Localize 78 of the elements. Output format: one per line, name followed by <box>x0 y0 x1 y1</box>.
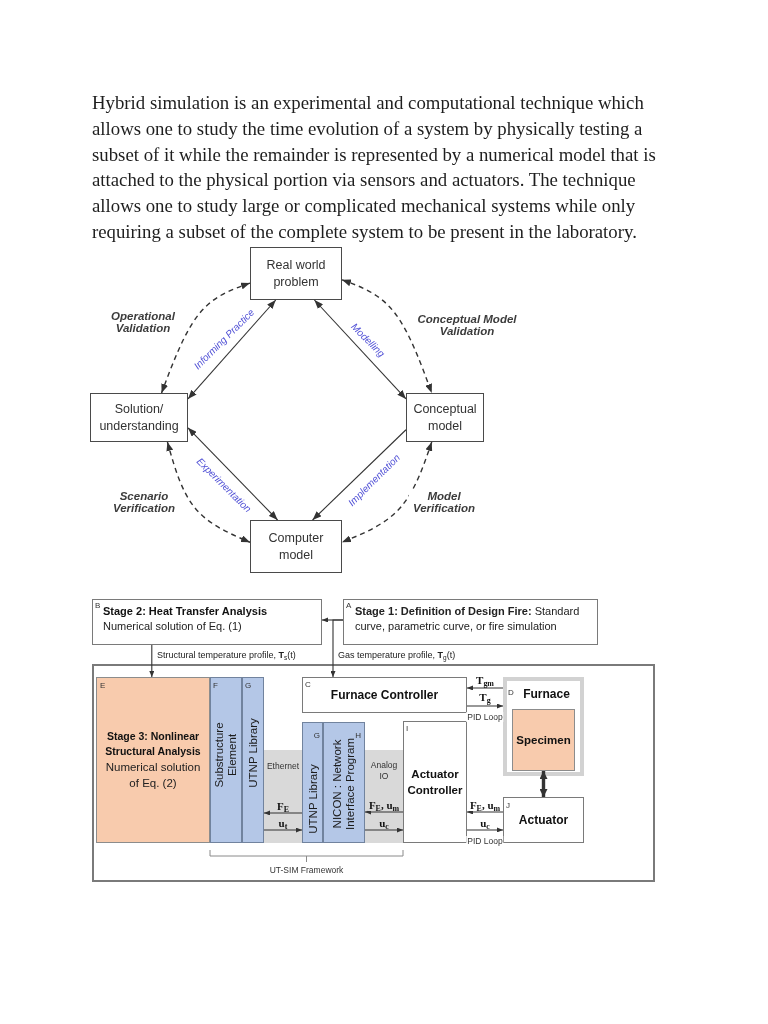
arrow <box>466 827 504 833</box>
arrow <box>149 644 155 678</box>
arrow <box>364 827 404 833</box>
box-heading: Specimen <box>516 732 571 748</box>
double-arrow <box>187 427 279 521</box>
box-letter: B <box>95 601 101 610</box>
controller-box <box>403 721 467 843</box>
box-letter: C <box>305 680 311 689</box>
arrow <box>330 619 344 678</box>
stage-box <box>92 599 322 645</box>
furnace-box <box>503 677 584 776</box>
process-box <box>406 393 484 442</box>
edge-label: F$_{E}$, u$_{m}$ <box>367 799 401 811</box>
loop-label: PID Loop <box>466 712 504 722</box>
box-label: Solution/ understanding <box>98 401 180 434</box>
edge-label: T$_{gm}$ <box>475 674 495 686</box>
box-text: Stage 1: Definition of Design Fire: Standard curve, parametric curve, or fire simulation <box>355 604 581 635</box>
dashed-double-arrow <box>160 282 251 394</box>
box-text: Numerical solution of Eq. (1) <box>103 619 242 635</box>
process-box <box>250 247 342 300</box>
process-box <box>250 520 342 573</box>
column-label: UTNP Library <box>246 718 260 788</box>
stage-box <box>343 599 598 645</box>
box-label: Conceptual model <box>412 401 478 434</box>
module-column <box>210 677 242 843</box>
module-column <box>242 677 264 843</box>
arrow <box>466 703 504 709</box>
box-heading: Actuator Controller <box>406 766 464 798</box>
arrow <box>263 827 303 833</box>
arrow <box>364 809 404 815</box>
bracket-label: UT-SIM Framework <box>268 865 345 875</box>
box-heading: Furnace Controller <box>330 686 439 704</box>
thick-double-arrow <box>539 771 548 797</box>
column-label: Substructure Element <box>213 721 239 790</box>
box-letter: D <box>508 688 514 697</box>
module-column <box>302 722 323 843</box>
box-letter: J <box>506 801 510 810</box>
framework-frame <box>92 664 655 882</box>
box-heading: Furnace <box>523 686 570 703</box>
edge-label: T$_{g}$ <box>478 691 492 703</box>
analysis-box <box>96 677 210 843</box>
box-letter: F <box>213 681 218 690</box>
dashed-double-arrow <box>341 279 433 394</box>
process-box <box>90 393 188 442</box>
column-label: UTNP Library <box>306 764 319 834</box>
module-column <box>323 722 365 843</box>
actuator-box <box>503 797 584 843</box>
box-text: Numerical solution of Eq. (2) <box>104 759 202 791</box>
double-arrow <box>187 299 277 400</box>
channel-label: Analog IO <box>368 760 400 782</box>
arrow <box>466 809 504 815</box>
edge-label: Gas temperature profile, T$_{g}$(t) <box>337 650 457 660</box>
double-arrow <box>313 299 407 400</box>
channel-label: Ethernet <box>265 761 301 771</box>
box-letter: E <box>100 681 106 690</box>
box-heading: Actuator <box>518 811 569 829</box>
box-letter: G <box>313 731 320 740</box>
column-label: NICON : Network Interface Program <box>331 738 357 831</box>
edge-label: Structural temperature profile, T$_{s}$(t) <box>156 650 297 660</box>
paragraph: Hybrid simulation is an experimental and computational technique which allows one to study the time evolution of a system by physically testing a subset of it while the remainder is represented by a numerical model that is attached to the physical portion via sensors and actuators. The technique allows one to study large or complicated mechanical systems while only requiring a subset of the complete system to be present in the laboratory. <box>92 91 657 244</box>
edge-label: F$_{E}$ <box>276 800 290 812</box>
arrow <box>466 685 504 691</box>
box-letter: G <box>245 681 252 690</box>
arrow <box>312 429 407 521</box>
box-letter: I <box>406 724 409 733</box>
specimen-box <box>512 709 575 771</box>
box-letter: H <box>355 731 361 740</box>
box-label: Real world problem <box>265 257 327 290</box>
dashed-double-arrow <box>341 441 433 543</box>
dashed-double-arrow <box>166 441 251 543</box>
box-heading: Stage 3: Nonlinear Structural Analysis <box>104 729 202 759</box>
box-label: Computer model <box>267 530 325 563</box>
box-letter: A <box>346 601 352 610</box>
controller-box <box>302 677 467 713</box>
loop-label: PID Loop <box>466 836 504 846</box>
arrow <box>263 810 303 816</box>
edge-label: F$_{E}$, u$_{m}$ <box>468 799 502 811</box>
box-heading: Stage 2: Heat Transfer Analysis <box>103 604 268 619</box>
